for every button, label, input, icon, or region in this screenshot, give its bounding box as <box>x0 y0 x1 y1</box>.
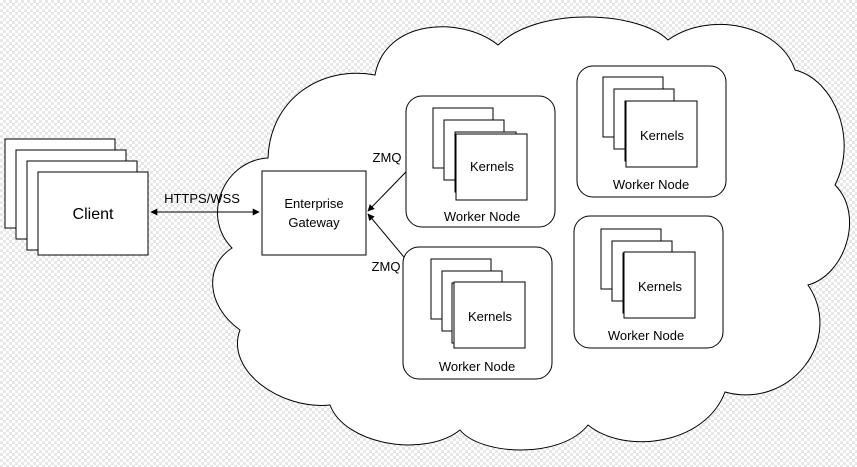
zmq-label-top: ZMQ <box>373 150 402 165</box>
kernels-box[interactable] <box>623 251 696 319</box>
worker-node-label: Worker Node <box>608 328 684 343</box>
client-box[interactable] <box>37 171 149 256</box>
client-stack: Client <box>4 138 149 256</box>
worker-node: Kernels Worker Node <box>402 246 553 380</box>
worker-node-label: Worker Node <box>444 209 520 224</box>
gateway-label-line2: Gateway <box>288 215 340 230</box>
kernels-label: Kernels <box>640 128 685 143</box>
enterprise-gateway: Enterprise Gateway <box>261 170 367 256</box>
kernels-box[interactable] <box>455 133 528 201</box>
gateway-label-line1: Enterprise <box>284 196 343 211</box>
client-label: Client <box>73 206 114 223</box>
kernels-box[interactable] <box>625 100 698 168</box>
kernels-label: Kernels <box>638 279 683 294</box>
gateway-box[interactable] <box>261 170 367 256</box>
kernels-label: Kernels <box>468 309 513 324</box>
worker-node: Kernels Worker Node <box>576 65 727 198</box>
worker-node: Kernels Worker Node <box>405 95 556 228</box>
zmq-label-bottom: ZMQ <box>372 259 401 274</box>
https-label: HTTPS/WSS <box>164 191 240 206</box>
kernels-label: Kernels <box>470 159 515 174</box>
worker-node-label: Worker Node <box>613 177 689 192</box>
worker-node-label: Worker Node <box>439 359 515 374</box>
kernels-box[interactable] <box>453 281 526 349</box>
worker-node: Kernels Worker Node <box>573 215 724 349</box>
